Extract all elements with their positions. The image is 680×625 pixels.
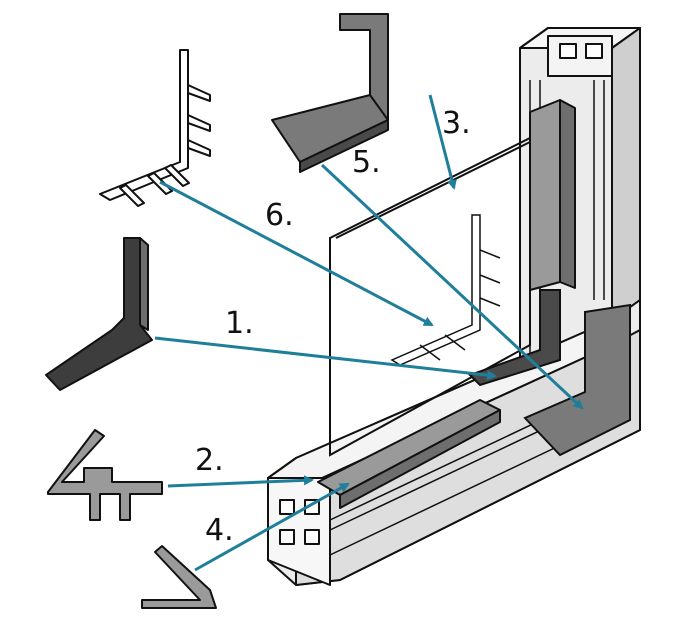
callout-5: 5.	[352, 145, 381, 180]
cover-strip-profile-icon	[141, 545, 217, 609]
installed-corner-cover	[523, 303, 631, 457]
installed-corner-bracket	[468, 289, 561, 387]
arrow-3	[428, 94, 457, 190]
cover-strip-on-frame	[317, 99, 576, 509]
callout-6: 6.	[265, 198, 294, 233]
callout-3: 3.	[442, 106, 471, 141]
arrow-1	[154, 336, 497, 381]
arrows	[154, 94, 584, 572]
arrow-5	[320, 163, 584, 410]
corner-cover-icon	[271, 13, 389, 173]
callout-1: 1.	[225, 306, 254, 341]
seal-profile-icon	[47, 429, 163, 521]
callout-4: 4.	[205, 513, 234, 548]
corner-bracket-icon	[45, 237, 153, 391]
arrow-4	[194, 482, 350, 572]
installed-clip-bracket	[390, 214, 501, 366]
arrow-2	[167, 475, 314, 488]
callout-2: 2.	[195, 443, 224, 478]
clip-bracket-icon	[99, 49, 211, 207]
arrow-6	[159, 180, 434, 327]
